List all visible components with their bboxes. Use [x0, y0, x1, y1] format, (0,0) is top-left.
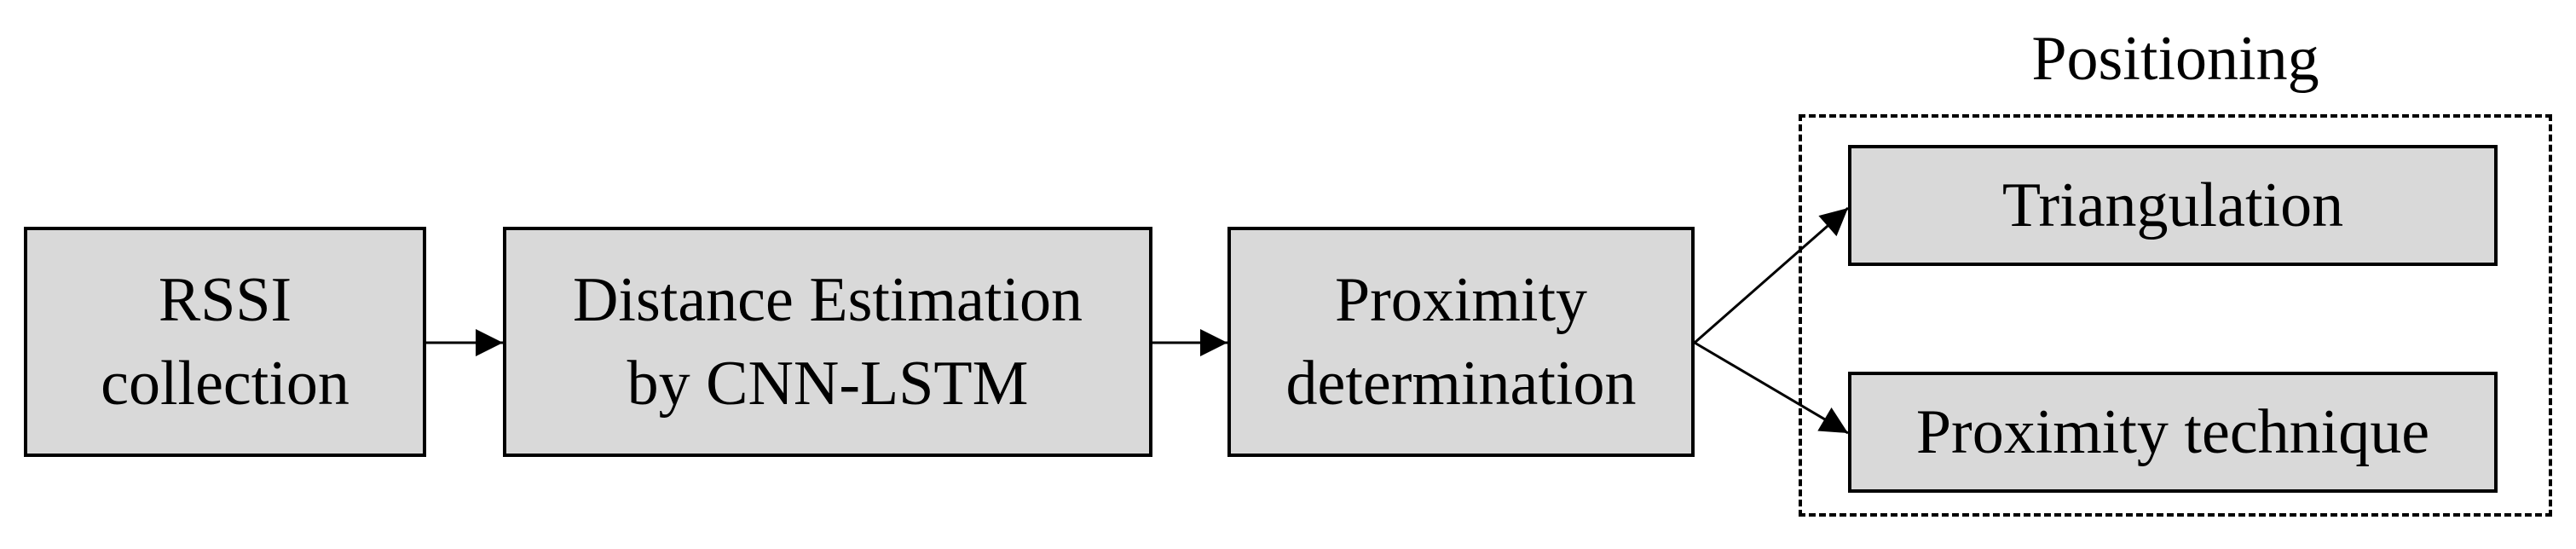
triangulation-box: Triangulation — [1848, 145, 2498, 266]
proximity-determination-label-line2: determination — [1285, 349, 1637, 419]
distance-estimation-label-line2: by CNN-LSTM — [627, 349, 1029, 419]
distance-estimation-label-line1: Distance Estimation — [572, 265, 1083, 335]
distance-estimation-box: Distance Estimation by CNN-LSTM — [503, 227, 1152, 457]
proximity-determination-label-line1: Proximity — [1334, 265, 1588, 335]
positioning-group-title: Positioning — [2031, 24, 2319, 94]
rssi-collection-label-line1: RSSI — [158, 265, 292, 335]
proximity-technique-label: Proximity technique — [1915, 397, 2430, 467]
triangulation-label: Triangulation — [2001, 170, 2344, 240]
rssi-collection-box: RSSI collection — [24, 227, 426, 457]
proximity-determination-box: Proximity determination — [1227, 227, 1695, 457]
rssi-collection-label-line2: collection — [101, 349, 349, 419]
proximity-technique-box: Proximity technique — [1848, 372, 2498, 493]
